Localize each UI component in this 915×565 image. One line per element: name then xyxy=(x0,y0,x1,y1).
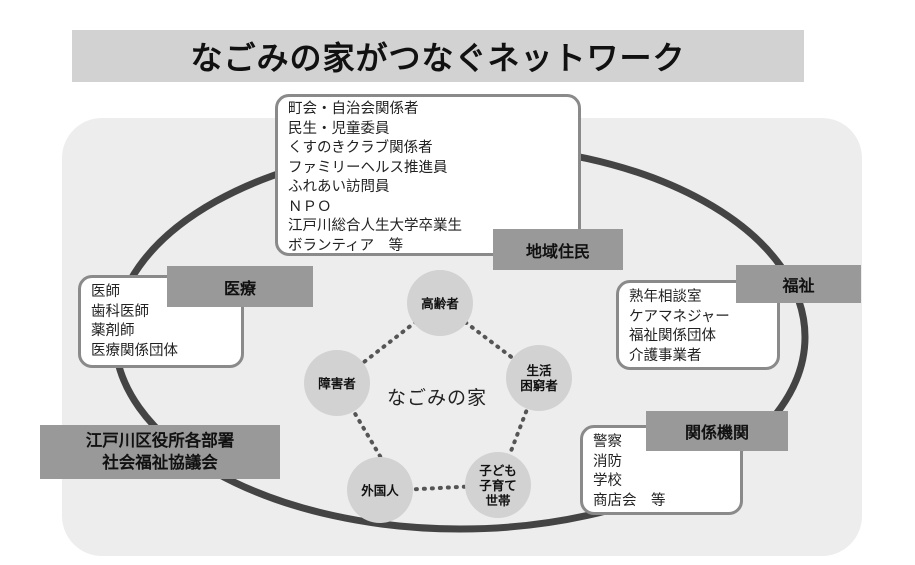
ward-office-tag: 江戸川区役所各部署 社会福祉協議会 xyxy=(40,425,280,479)
node-disabled: 障害者 xyxy=(304,350,370,416)
community-item: 町会・自治会関係者 xyxy=(288,101,419,117)
node-elderly: 高齢者 xyxy=(407,270,473,336)
center-label: なごみの家 xyxy=(386,387,487,409)
welfare-tag: 福祉 xyxy=(736,265,861,303)
community-item: ふれあい訪問員 xyxy=(288,179,390,195)
node-label: 困窮者 xyxy=(520,378,558,393)
agencies-item: 学校 xyxy=(593,473,622,489)
welfare-item: 熟年相談室 xyxy=(629,289,702,305)
ward-office-line: 江戸川区役所各部署 xyxy=(85,431,235,450)
node-hardship: 生活 困窮者 xyxy=(506,345,572,411)
node-label: 外国人 xyxy=(361,482,399,498)
medical-item: 薬剤師 xyxy=(91,323,135,339)
community-tag: 地域住民 xyxy=(493,229,623,270)
community-item: くすのきクラブ関係者 xyxy=(288,140,433,156)
node-label: 高齢者 xyxy=(421,295,459,311)
node-label: 子ども xyxy=(479,462,517,478)
node-label: 生活 xyxy=(526,363,552,378)
diagram-title: なごみの家がつなぐネットワーク xyxy=(72,30,804,82)
welfare-item: ケアマネジャー xyxy=(629,308,730,325)
community-item: 江戸川総合人生大学卒業生 xyxy=(288,218,462,234)
medical-tag: 医療 xyxy=(167,266,313,307)
ward-office-line: 社会福祉協議会 xyxy=(102,453,218,472)
medical-item: 医療関係団体 xyxy=(91,342,178,359)
welfare-item: 福祉関係団体 xyxy=(629,328,716,344)
agencies-tag: 関係機関 xyxy=(646,411,788,451)
community-item: ファミリーヘルス推進員 xyxy=(288,159,448,176)
community-item: 民生・児童委員 xyxy=(288,120,390,137)
community-members-box: 町会・自治会関係者 民生・児童委員 くすのきクラブ関係者 ファミリーヘルス推進員… xyxy=(275,94,581,256)
community-item: ＮＰＯ xyxy=(288,198,332,215)
node-label: 子育て xyxy=(479,477,517,493)
agencies-item: 消防 xyxy=(593,453,622,470)
medical-item: 医師 xyxy=(91,284,120,300)
community-item: ボランティア 等 xyxy=(288,237,404,254)
medical-item: 歯科医師 xyxy=(91,303,149,320)
welfare-item: 介護事業者 xyxy=(629,347,702,364)
node-foreigner: 外国人 xyxy=(347,457,413,523)
node-label: 世帯 xyxy=(485,492,511,508)
agencies-item: 商店会 等 xyxy=(593,492,666,509)
agencies-item: 警察 xyxy=(593,434,622,450)
node-label: 障害者 xyxy=(318,375,356,391)
node-childcare: 子ども 子育て 世帯 xyxy=(465,452,531,518)
